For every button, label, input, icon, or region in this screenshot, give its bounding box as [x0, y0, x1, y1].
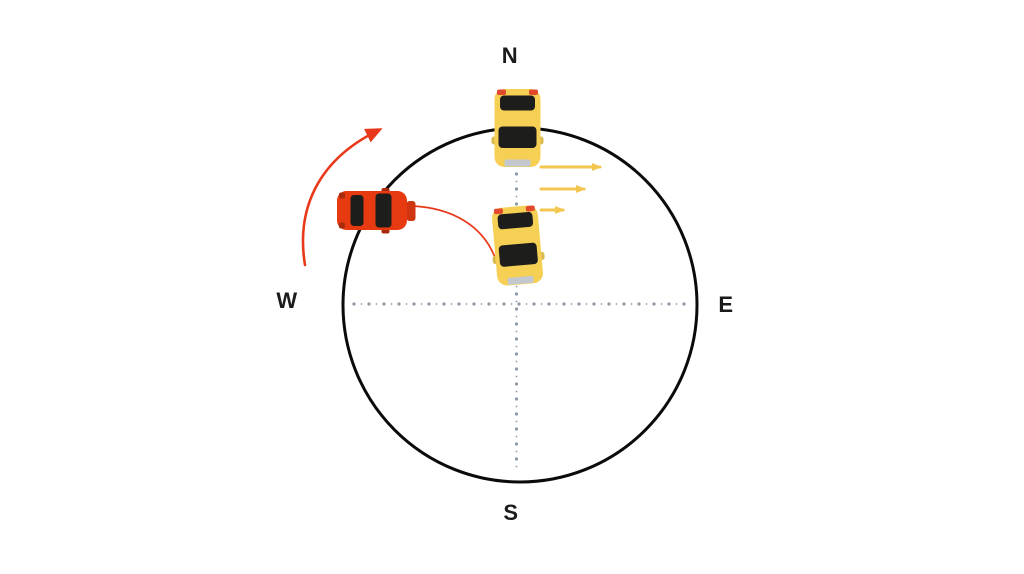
compass-label-north: N — [502, 43, 518, 68]
red-car-body — [337, 191, 407, 230]
compass-label-west: W — [276, 288, 297, 313]
yellow-car-middle — [488, 204, 547, 287]
red-car-rear-window — [350, 195, 364, 226]
red-car-windshield — [375, 193, 392, 228]
compass-label-east: E — [718, 292, 733, 317]
red-car-left-bottom-taillight — [339, 222, 345, 229]
turn-direction-arrow — [301, 128, 383, 267]
yellow-car-north — [491, 89, 544, 167]
red-car-left-top-taillight — [339, 192, 345, 199]
red-car-front-bumper — [406, 201, 416, 221]
red-car-icon — [337, 188, 416, 234]
compass-label-south: S — [503, 500, 518, 525]
turn-path-line — [412, 205, 497, 261]
